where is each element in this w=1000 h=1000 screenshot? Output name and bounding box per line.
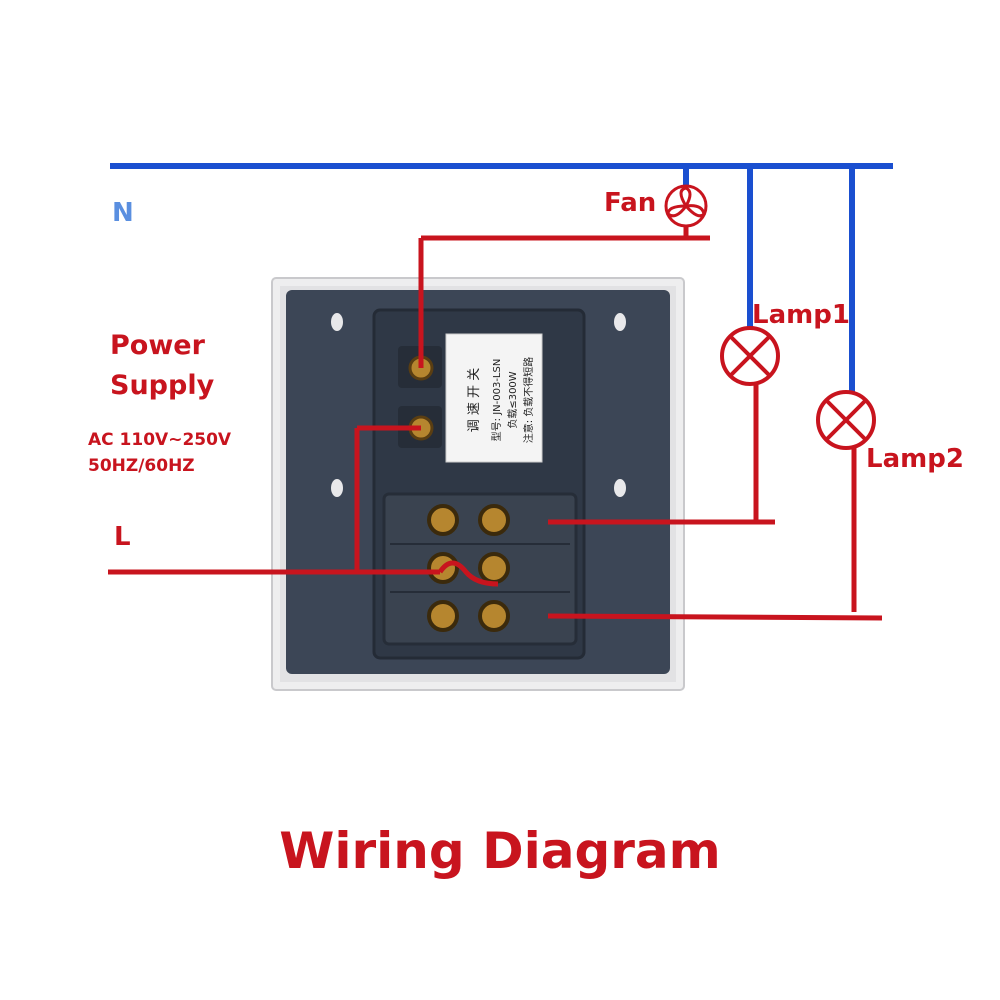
power-supply-label-line2: Supply [110, 370, 215, 401]
sticker-model: 型号: JN-003-LSN [490, 359, 503, 442]
switch-plate: 调 速 开 关 型号: JN-003-LSN 负载≤300W 注意: 负载不得短… [271, 277, 685, 691]
mount-hole-br [614, 479, 626, 497]
sticker-load: 负载≤300W [506, 371, 519, 428]
lamp2-return [547, 613, 883, 621]
lamp1-symbol [720, 326, 780, 386]
lamp2-label: Lamp2 [866, 444, 964, 474]
sticker-heading: 调 速 开 关 [467, 368, 482, 432]
sticker-note: 注意: 负载不得短路 [522, 357, 535, 444]
frequency-label: 50HZ/60HZ [88, 456, 195, 476]
live-jumper [437, 560, 499, 587]
lamp2-symbol [816, 390, 876, 450]
diagram-title: Wiring Diagram [279, 822, 721, 880]
voltage-label: AC 110V~250V [88, 430, 232, 450]
neutral-wires [110, 163, 893, 394]
neutral-label: N [112, 198, 134, 228]
mount-hole-tr [614, 313, 626, 331]
fan-symbol [664, 184, 708, 228]
live-wires [108, 226, 883, 621]
lamp1-label: Lamp1 [752, 300, 850, 330]
live-label: L [114, 522, 131, 552]
fan-label: Fan [604, 188, 657, 218]
mount-hole-tl [331, 313, 343, 331]
power-supply-label-line1: Power [110, 330, 205, 361]
spec-sticker: 调 速 开 关 型号: JN-003-LSN 负载≤300W 注意: 负载不得短… [445, 333, 543, 463]
mount-hole-bl [331, 479, 343, 497]
